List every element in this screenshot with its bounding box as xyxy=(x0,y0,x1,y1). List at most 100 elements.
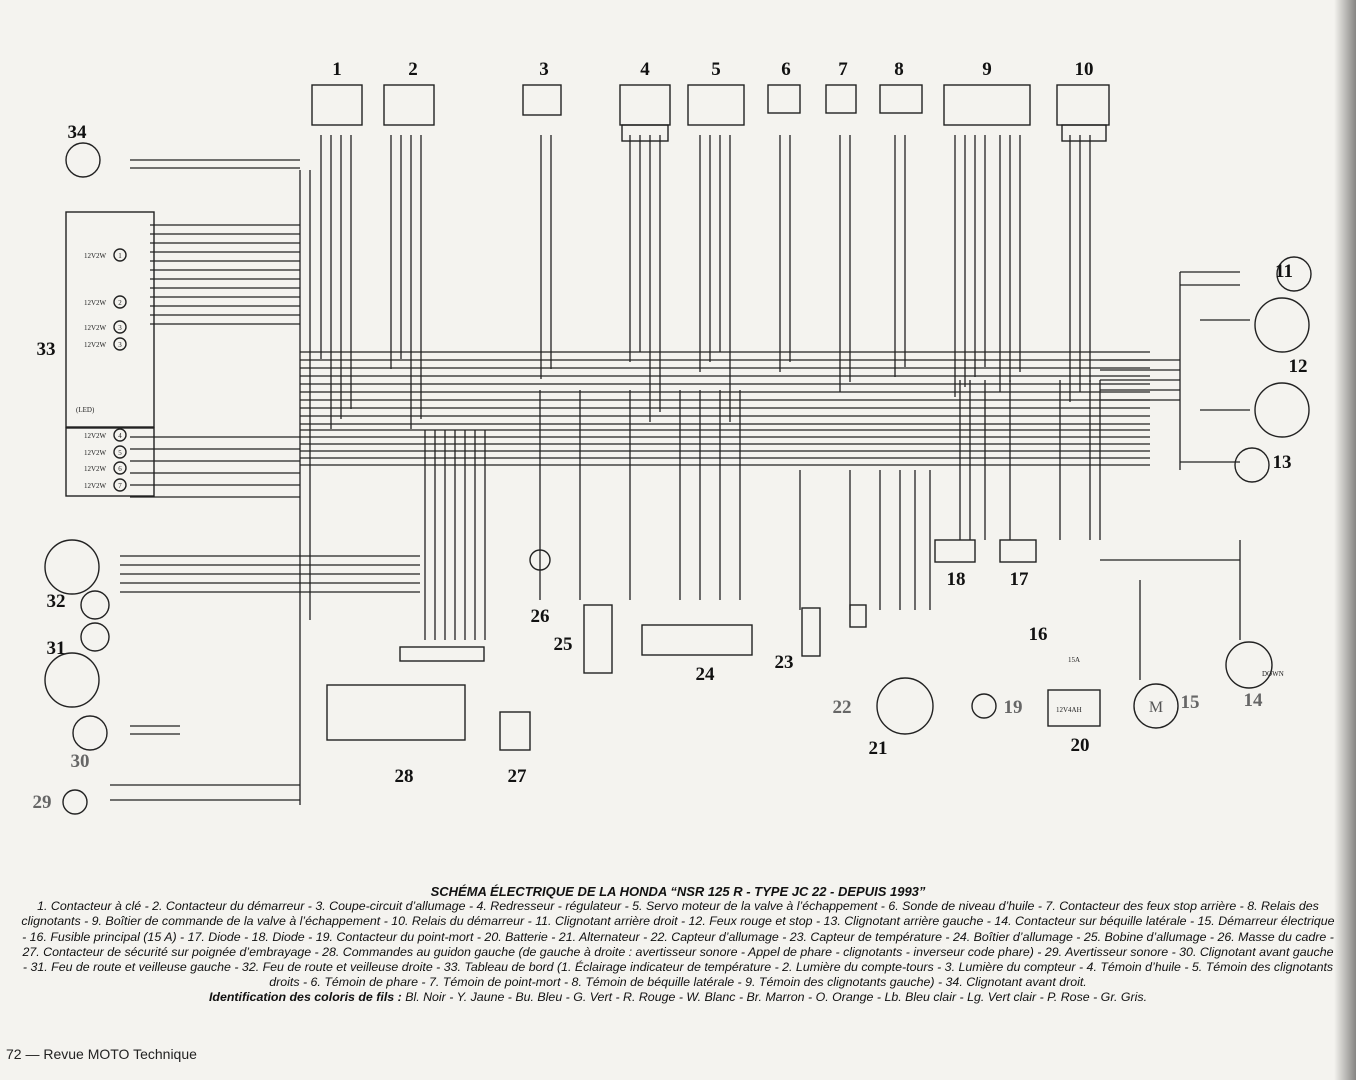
bulb-label: 12V2W xyxy=(84,299,107,307)
battery-label: 12V4AH xyxy=(1056,706,1082,714)
diode-18 xyxy=(934,539,976,563)
component-number: 31 xyxy=(47,638,66,659)
component-number: 19 xyxy=(1004,697,1023,718)
led-label: (LED) xyxy=(76,406,95,414)
headlight-left xyxy=(44,652,100,708)
bulb-socket xyxy=(113,428,127,442)
component-number: 26 xyxy=(531,606,550,627)
bulb-label: 12V2W xyxy=(84,449,107,457)
front-right-indicator xyxy=(65,142,101,178)
bulb-label: 12V2W xyxy=(84,252,107,260)
component-number: 2 xyxy=(408,59,418,80)
component-number: 20 xyxy=(1071,735,1090,756)
bulb-label: 12V2W xyxy=(84,341,107,349)
front-left-indicator xyxy=(72,715,108,751)
ignition-unit xyxy=(641,624,753,656)
side-stand-switch xyxy=(1225,641,1273,689)
bulb-label: 12V2W xyxy=(84,324,107,332)
relay-connector xyxy=(1061,124,1107,142)
component-number: 33 xyxy=(37,339,56,360)
wire-harness xyxy=(110,135,1250,805)
component-number: 1 xyxy=(332,59,342,80)
bulb-number: 4 xyxy=(118,432,122,440)
bulb-label: 12V2W xyxy=(84,482,107,490)
bulb-socket xyxy=(113,248,127,262)
fuse-label: 15A xyxy=(1068,656,1080,664)
diagram-caption: SCHÉMA ÉLECTRIQUE DE LA HONDA “NSR 125 R… xyxy=(0,884,1356,1006)
top-connector xyxy=(825,84,857,114)
pickup-connector xyxy=(849,604,867,628)
handlebar-switch xyxy=(326,684,466,741)
bulb-socket xyxy=(113,461,127,475)
component-number: 4 xyxy=(640,59,650,80)
bulb-socket xyxy=(113,445,127,459)
component-number: 27 xyxy=(508,766,528,787)
bulb-number: 3 xyxy=(118,324,122,332)
rear-left-indicator xyxy=(1234,447,1270,483)
component-number: 14 xyxy=(1244,690,1264,711)
battery xyxy=(1047,689,1101,727)
neutral-switch xyxy=(971,693,997,719)
bulb-number: 2 xyxy=(118,299,122,307)
component-number: 34 xyxy=(68,122,88,143)
top-connector xyxy=(687,84,745,126)
tail-light xyxy=(1254,297,1310,353)
bulb-number: 6 xyxy=(118,465,122,473)
diode-17 xyxy=(999,539,1037,563)
ignition-coil xyxy=(583,604,613,674)
component-number: 25 xyxy=(554,634,573,655)
bulb-number: 1 xyxy=(118,252,122,260)
bulb-socket xyxy=(113,478,127,492)
bulb-socket xyxy=(113,295,127,309)
bulb-number: 3 xyxy=(118,341,122,349)
component-number: 16 xyxy=(1029,624,1048,645)
component-number: 11 xyxy=(1275,261,1293,282)
component-number: 17 xyxy=(1010,569,1030,590)
position-left xyxy=(80,622,110,652)
top-connector xyxy=(879,84,923,114)
component-number: 24 xyxy=(696,664,716,685)
starter-motor xyxy=(1133,683,1179,729)
wire-color-key-label: Identification des coloris de fils : xyxy=(208,990,402,1005)
frame-ground xyxy=(529,549,551,571)
alternator xyxy=(876,677,934,735)
page-footer: 72 — Revue MOTO Technique xyxy=(6,1046,197,1062)
caption-legend: 1. Contacteur à clé - 2. Contacteur du d… xyxy=(21,899,1335,990)
component-number: 18 xyxy=(947,569,966,590)
wire-color-key-values: Bl. Noir - Y. Jaune - Bu. Bleu - G. Vert… xyxy=(405,990,1148,1005)
regulator-connector xyxy=(621,124,669,142)
rear-right-indicator xyxy=(1276,256,1312,292)
component-number: 21 xyxy=(869,738,888,759)
component-number: 6 xyxy=(781,59,791,80)
bulb-number: 7 xyxy=(118,482,122,490)
top-connector xyxy=(767,84,801,114)
component-number: 28 xyxy=(395,766,414,787)
component-number: 8 xyxy=(894,59,904,80)
bulb-number: 5 xyxy=(118,449,122,457)
motor-label: M xyxy=(1149,699,1163,716)
component-number: 3 xyxy=(539,59,549,80)
tail-light-left xyxy=(1254,382,1310,438)
component-number: 32 xyxy=(47,591,66,612)
clutch-switch xyxy=(499,711,531,751)
component-number: 22 xyxy=(833,697,852,718)
page-edge-shadow xyxy=(1334,0,1356,1080)
component-number: 30 xyxy=(71,751,90,772)
top-connector xyxy=(522,84,562,116)
dashboard-frame-lower xyxy=(65,427,155,497)
component-number: 13 xyxy=(1273,452,1292,473)
wire-color-key: Identification des coloris de fils : Bl.… xyxy=(0,990,1356,1005)
dashboard-frame xyxy=(65,211,155,428)
handlebar-connector xyxy=(399,646,485,662)
temp-sensor xyxy=(801,607,821,657)
caption-title: SCHÉMA ÉLECTRIQUE DE LA HONDA “NSR 125 R… xyxy=(430,884,926,899)
down-label: DOWN xyxy=(1262,670,1284,678)
headlight-right xyxy=(44,539,100,595)
component-number: 23 xyxy=(775,652,794,673)
top-connector xyxy=(383,84,435,126)
component-number: 29 xyxy=(33,792,52,813)
component-number: 10 xyxy=(1075,59,1094,80)
